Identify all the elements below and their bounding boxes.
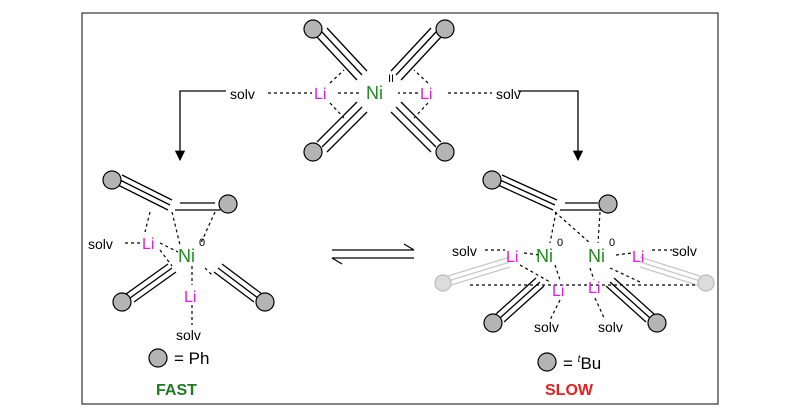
reaction-arrow-right: [518, 90, 584, 162]
li-label: Li: [314, 86, 326, 103]
equilibrium-arrows: [331, 243, 415, 265]
legend-phenyl: = Ph FAST: [148, 348, 209, 399]
ni-label: Ni: [536, 246, 553, 266]
substituent-ball: [303, 19, 323, 39]
substituent-ball: [218, 194, 238, 214]
ni-label: Ni: [366, 83, 383, 103]
substituent-ball: [598, 194, 618, 214]
li-label: Li: [552, 283, 564, 300]
solv-label: solv: [496, 86, 521, 102]
solv-label: solv: [534, 319, 559, 335]
substituent-ball: [435, 142, 455, 162]
li-label: Li: [184, 289, 196, 306]
legend-tbu-superscript: t: [578, 354, 582, 365]
oxidation-state-zero: 0: [199, 237, 205, 249]
legend-ball: [537, 352, 557, 372]
legend-ph-text: = Ph: [174, 349, 209, 368]
substituent-ball: [647, 313, 667, 333]
solv-label: solv: [176, 327, 201, 343]
nickel-ii-complex: solv Li Ni II Li solv: [230, 19, 521, 162]
oxidation-state-zero: 0: [609, 237, 615, 249]
ni-label: Ni: [588, 246, 605, 266]
reaction-arrow-left: [174, 90, 226, 162]
oxidation-state-zero: 0: [557, 237, 563, 249]
dinickel-tert-butyl-complex: solv Li Ni 0 Ni 0 Li solv Li Li solv sol…: [434, 170, 715, 335]
substituent-ball-faded: [697, 274, 715, 292]
substituent-ball: [255, 292, 275, 312]
li-label: Li: [632, 249, 644, 266]
solv-label: solv: [452, 243, 477, 259]
scheme-frame: [81, 12, 719, 405]
substituent-ball-faded: [434, 274, 452, 292]
solv-label: solv: [88, 236, 113, 252]
substituent-ball: [483, 313, 503, 333]
legend-tbu-text: = tBu: [563, 354, 601, 373]
legend-ball: [148, 348, 168, 368]
substituent-ball: [112, 292, 132, 312]
li-label: Li: [588, 280, 600, 297]
solv-label: solv: [598, 319, 623, 335]
legend-tert-butyl: = tBu SLOW: [537, 352, 601, 399]
substituent-ball: [482, 170, 502, 190]
oxidation-state-ii: II: [388, 73, 394, 85]
fast-label: FAST: [156, 382, 197, 399]
slow-label: SLOW: [545, 382, 594, 399]
substituent-ball: [102, 170, 122, 190]
nickel-zero-phenyl-complex: solv Li Ni 0 Li solv: [88, 170, 275, 343]
solv-label: solv: [230, 86, 255, 102]
substituent-ball: [303, 142, 323, 162]
substituent-ball: [435, 19, 455, 39]
li-label: Li: [420, 86, 432, 103]
solv-label: solv: [672, 243, 697, 259]
ni-label: Ni: [178, 246, 195, 266]
li-label: Li: [142, 236, 154, 253]
li-label: Li: [506, 249, 518, 266]
